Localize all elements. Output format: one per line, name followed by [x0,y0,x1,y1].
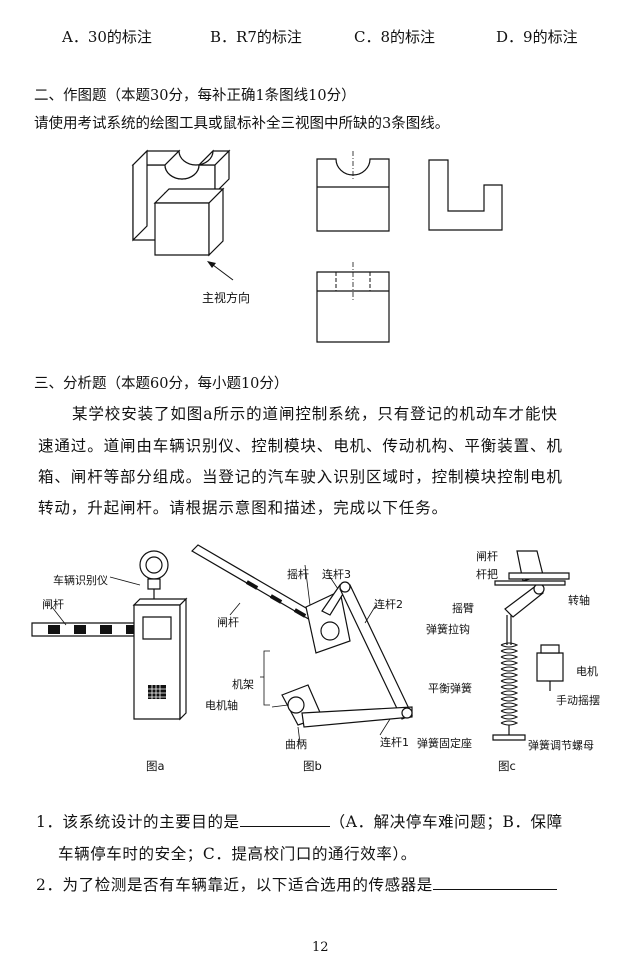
fig-c-label-hand-crank: 手动摇摆 [556,694,600,707]
fig-c-label-motor: 电机 [576,665,598,678]
question-1-prefix: 1．该系统设计的主要目的是 [36,813,240,831]
front-view [316,151,390,231]
section3-paragraph-line-3: 箱、闸杆等部分组成。当登记的汽车驶入识别区域时，控制模块控制电机 [38,468,563,486]
section3-heading: 三、分析题（本题60分，每小题10分） [34,376,289,392]
question-2-answer-blank[interactable] [432,875,557,890]
figure-a-drawing [30,545,200,745]
section3-paragraph-line-2: 速通过。道闸由车辆识别仪、控制模块、电机、传动机构、平衡装置、机 [38,437,563,455]
fig-b-label-gate-bar: 闸杆 [217,616,239,629]
fig-b-label-frame: 机架 [232,678,254,691]
fig-c-label-swing-arm: 摇臂 [452,602,474,615]
figure-c-drawing [475,545,575,750]
question-1-answer-blank[interactable] [239,812,330,827]
fig-b-label-link1: 连杆1 [380,736,409,749]
section3-paragraph-line-1: 某学校安装了如图a所示的道闸控制系统，只有登记的机动车才能快 [72,405,558,423]
question-2-prefix: 2．为了检测是否有车辆靠近，以下适合选用的传感器是 [36,876,433,894]
fig-c-label-bar-handle: 杆把 [476,568,498,581]
section3-paragraph-line-4: 转动，升起闸杆。请根据示意图和描述，完成以下任务。 [38,499,449,517]
section2-instruction: 请使用考试系统的绘图工具或鼠标补全三视图中所缺的3条图线。 [34,116,450,132]
section2-heading: 二、作图题（本题30分，每补正确1条图线10分） [34,88,356,104]
option-a: A．30的标注 [62,28,152,46]
side-view [428,159,503,231]
fig-c-label-spring-hook: 弹簧拉钩 [426,623,470,636]
fig-c-label-spring-nut: 弹簧调节螺母 [528,739,594,752]
option-b: B．R7的标注 [210,28,302,46]
fig-a-label-recognizer: 车辆识别仪 [53,574,108,587]
question-1-suffix: （A．解决停车难问题；B．保障 [329,813,563,831]
option-d: D．9的标注 [496,28,578,46]
fig-c-label-spring-seat: 弹簧固定座 [417,737,472,750]
fig-a-label-gate-bar: 闸杆 [42,598,64,611]
question-2-line: 2．为了检测是否有车辆靠近，以下适合选用的传感器是 [36,873,557,895]
option-c: C．8的标注 [354,28,436,46]
fig-c-label-shaft: 转轴 [568,594,590,607]
page-number: 12 [312,940,329,955]
question-1-line-1: 1．该系统设计的主要目的是 （A．解决停车难问题；B．保障 [36,810,563,832]
figure-b-caption: 图b [303,759,322,773]
fig-b-label-link2: 连杆2 [374,598,403,611]
view-direction-label: 主视方向 [202,291,251,305]
fig-c-label-gate-bar: 闸杆 [476,550,498,563]
top-view [316,262,390,342]
question-1-line-2: 车辆停车时的安全；C．提高校门口的通行效率）。 [58,845,417,863]
figure-b-drawing [190,545,420,745]
figure-c-caption: 图c [498,759,516,773]
fig-b-label-rocker: 摇杆 [287,568,309,581]
isometric-drawing [125,145,235,270]
fig-b-label-motor-shaft: 电机轴 [205,699,238,712]
fig-b-label-crank: 曲柄 [285,738,307,751]
figure-a-caption: 图a [146,759,165,773]
fig-b-label-link3: 连杆3 [322,568,351,581]
fig-c-label-balance-spring: 平衡弹簧 [428,682,472,695]
